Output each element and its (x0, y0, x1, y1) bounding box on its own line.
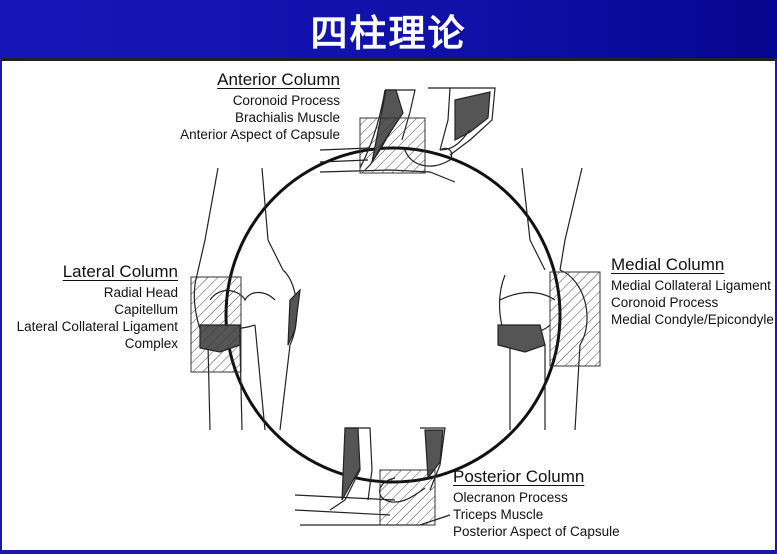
anterior-column-heading: Anterior Column (217, 70, 340, 89)
frame-left (0, 58, 2, 554)
title-bar: 四柱理论 (0, 0, 777, 58)
medial-column-heading: Medial Column (611, 255, 725, 274)
posterior-item: Posterior Aspect of Capsule (453, 524, 620, 539)
title-divider (0, 58, 777, 61)
lateral-item: Capitellum (114, 302, 178, 317)
frame-right (775, 58, 777, 554)
anterior-column-label: Anterior Column Coronoid Process Brachia… (150, 70, 340, 143)
posterior-item: Olecranon Process (453, 490, 568, 505)
medial-elbow-illustration (497, 167, 601, 431)
anterior-item: Anterior Aspect of Capsule (180, 127, 340, 142)
posterior-elbow-illustration (294, 427, 451, 526)
lateral-item: Complex (124, 336, 178, 351)
anterior-elbow-illustration (319, 87, 496, 183)
posterior-item: Triceps Muscle (453, 507, 544, 522)
medial-column-label: Medial Column Medial Collateral Ligament… (611, 255, 775, 328)
lateral-item: Lateral Collateral Ligament (16, 319, 178, 334)
lateral-item: Radial Head (103, 285, 178, 300)
anterior-item: Brachialis Muscle (234, 110, 340, 125)
medial-item: Medial Condyle/Epicondyle (611, 312, 774, 327)
medial-item: Medial Collateral Ligament (611, 278, 771, 293)
page-title: 四柱理论 (310, 12, 467, 55)
anterior-item: Coronoid Process (232, 93, 340, 108)
lateral-elbow-illustration (190, 167, 301, 431)
medial-item: Coronoid Process (611, 295, 719, 310)
posterior-column-label: Posterior Column Olecranon Process Trice… (453, 467, 653, 540)
frame-bottom (0, 550, 777, 554)
column-ring (224, 146, 562, 484)
lateral-column-label: Lateral Column Radial Head Capitellum La… (2, 262, 178, 352)
lateral-column-heading: Lateral Column (62, 262, 178, 281)
posterior-column-heading: Posterior Column (453, 467, 585, 486)
